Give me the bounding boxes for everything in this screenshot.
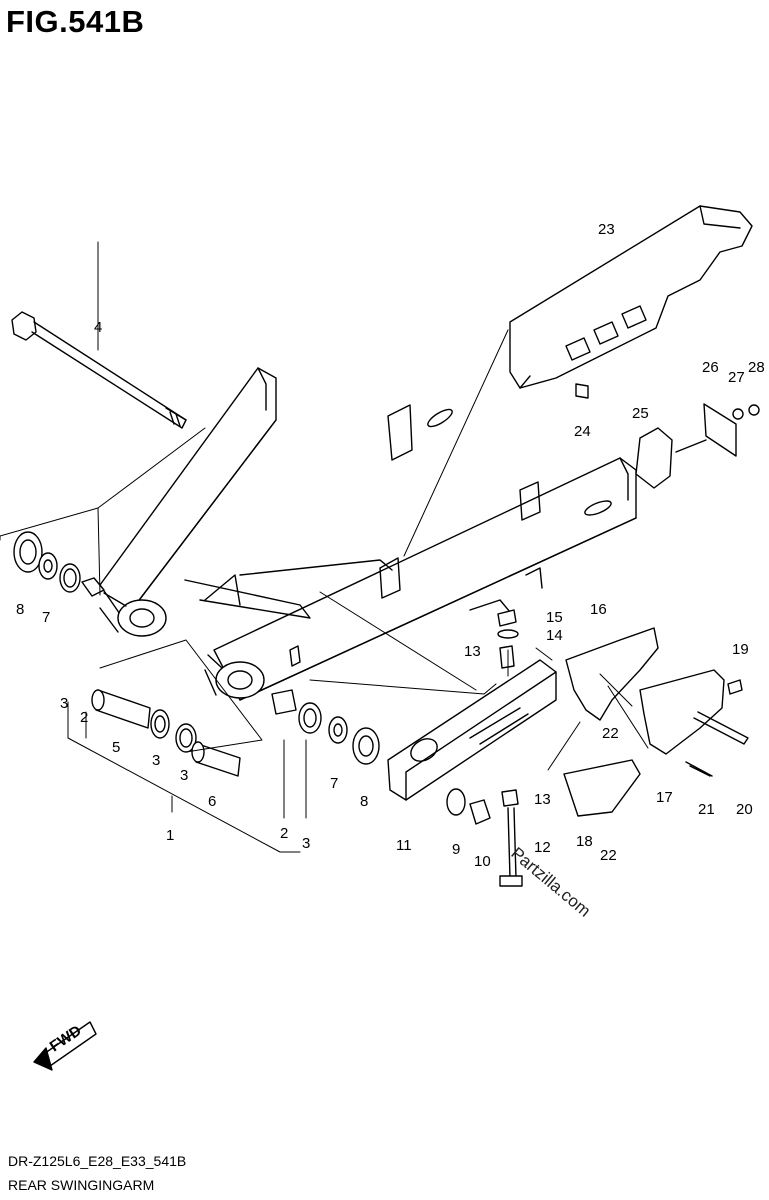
chain-slider	[387, 659, 557, 801]
callout-6: 6	[208, 793, 216, 810]
brackets	[563, 403, 737, 817]
callout-5: 5	[112, 739, 120, 756]
callout-7: 7	[330, 775, 338, 792]
pivot-shaft	[11, 311, 187, 429]
callout-10: 10	[474, 853, 491, 870]
callout-19: 19	[732, 641, 749, 658]
callout-3: 3	[302, 835, 310, 852]
callout-labels: 1 2 2 3 3 3 3 4 5 6 7 7 8 8 9 10 11 12 1…	[16, 221, 765, 870]
callout-11: 11	[396, 837, 412, 854]
callout-8: 8	[16, 601, 24, 618]
callout-24: 24	[574, 423, 591, 440]
callout-4: 4	[94, 319, 102, 336]
callout-26: 26	[702, 359, 719, 376]
callout-27: 27	[728, 369, 745, 386]
bolts	[575, 383, 760, 777]
callout-18: 18	[576, 833, 593, 850]
figure-name: REAR SWINGINGARM	[8, 1177, 155, 1193]
callout-9: 9	[452, 841, 460, 858]
callout-21: 21	[698, 801, 715, 818]
callout-22: 22	[600, 847, 617, 864]
fastener-parts	[446, 609, 523, 887]
callout-23: 23	[598, 221, 615, 238]
callout-15: 15	[546, 609, 563, 626]
callout-14: 14	[546, 627, 563, 644]
callout-7: 7	[42, 609, 50, 626]
callout-2: 2	[80, 709, 88, 726]
swingarm-body	[99, 367, 637, 701]
callout-8: 8	[360, 793, 368, 810]
callout-3: 3	[60, 695, 68, 712]
callout-22: 22	[602, 725, 619, 742]
leader-lines	[0, 241, 649, 853]
callout-20: 20	[736, 801, 753, 818]
callout-12: 12	[534, 839, 551, 856]
callout-3: 3	[180, 767, 188, 784]
left-pivot-parts	[13, 531, 380, 777]
callout-13: 13	[464, 643, 481, 660]
callout-3: 3	[152, 752, 160, 769]
callout-13: 13	[534, 791, 551, 808]
callout-1: 1	[166, 827, 174, 844]
fwd-arrow-icon: FWD	[33, 1021, 97, 1071]
callout-2: 2	[280, 825, 288, 842]
callout-28: 28	[748, 359, 765, 376]
figure-code: DR-Z125L6_E28_E33_541B	[8, 1153, 187, 1169]
callout-17: 17	[656, 789, 673, 806]
callout-25: 25	[632, 405, 649, 422]
chain-case	[509, 205, 753, 389]
figure-title: FIG.541B	[6, 4, 145, 39]
callout-16: 16	[590, 601, 607, 618]
